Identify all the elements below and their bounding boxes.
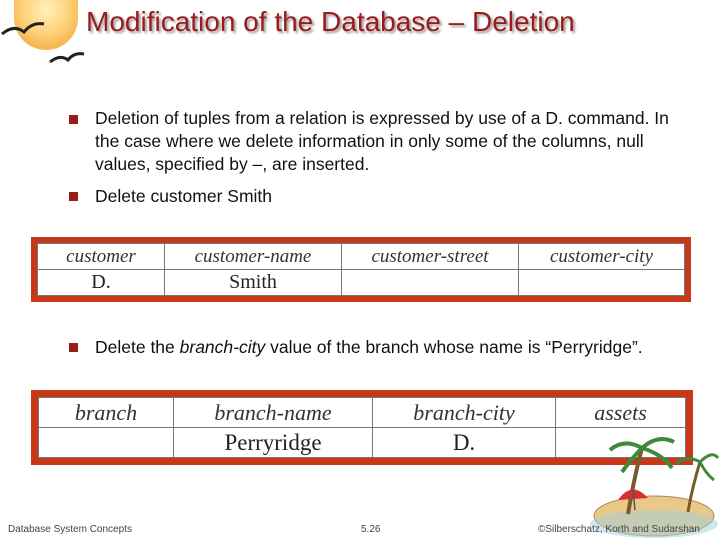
customer-table: customer customer-name customer-street c…: [37, 243, 685, 296]
table-cell: [518, 269, 685, 296]
slide-title: Modification of the Database – Deletion: [86, 6, 575, 37]
footer-page-number: 5.26: [361, 524, 381, 535]
bullet-text-part: value of the branch whose name is “Perry…: [265, 337, 643, 357]
table-cell: D.: [372, 427, 556, 458]
bullet-text: Deletion of tuples from a relation is ex…: [95, 108, 669, 174]
bullet-text-part: Delete the: [95, 337, 180, 357]
bullet-marker: [69, 115, 78, 124]
table-header-cell: assets: [555, 397, 686, 428]
table-header-cell: customer-name: [164, 243, 342, 270]
bullet-emphasis: branch-city: [179, 337, 266, 357]
footer-right: ©Silberschatz, Korth and Sudarshan: [538, 524, 700, 535]
table-cell: Perryridge: [173, 427, 373, 458]
table-header-cell: customer: [37, 243, 165, 270]
table-cell: [341, 269, 519, 296]
table-cell: D.: [37, 269, 165, 296]
table-header-cell: customer-street: [341, 243, 519, 270]
table-header-cell: branch-name: [173, 397, 373, 428]
table-cell: [38, 427, 174, 458]
footer-left: Database System Concepts: [8, 524, 132, 535]
bullet-text: Delete customer Smith: [95, 186, 273, 206]
table-header-cell: branch: [38, 397, 174, 428]
table-header-cell: customer-city: [518, 243, 685, 270]
bullet-text: Delete the branch-city value of the bran…: [95, 336, 685, 359]
branch-table-frame: branch branch-name branch-city assets Pe…: [31, 390, 693, 465]
customer-table-frame: customer customer-name customer-street c…: [31, 237, 691, 302]
bullet-marker: [69, 343, 78, 352]
table-cell: Smith: [164, 269, 342, 296]
bullet-marker: [69, 192, 78, 201]
branch-table: branch branch-name branch-city assets Pe…: [38, 397, 686, 458]
birds-icon: [1, 22, 85, 64]
island-illustration: [590, 437, 720, 538]
table-header-cell: branch-city: [372, 397, 556, 428]
sun-decoration: [14, 0, 78, 50]
